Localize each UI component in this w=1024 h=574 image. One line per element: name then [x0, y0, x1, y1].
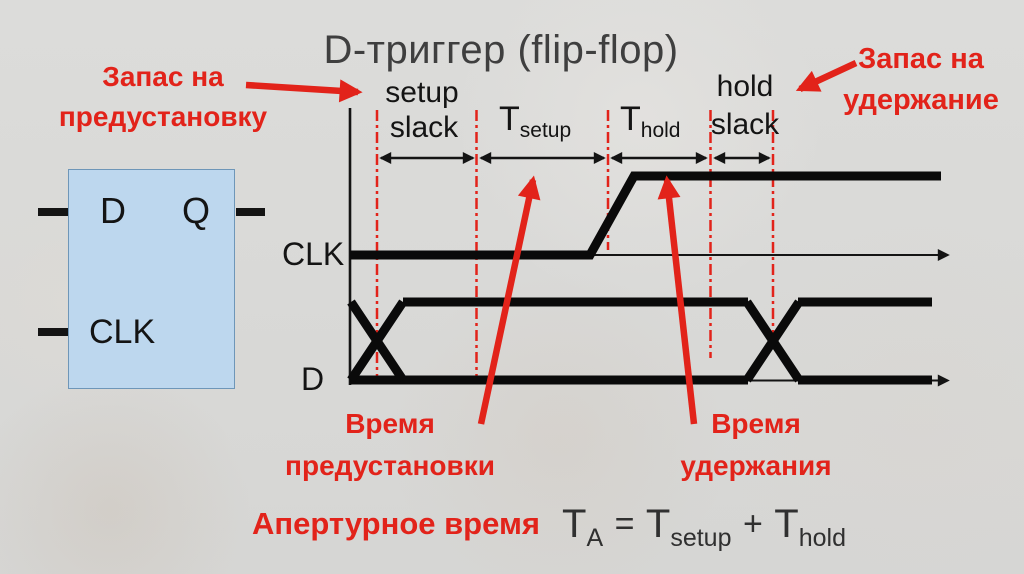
t-setup-sub: setup	[519, 119, 572, 142]
d-waveform	[347, 297, 932, 385]
formula-t3: T	[774, 502, 799, 546]
label-d-signal: D	[301, 361, 325, 397]
hold-time-note-arrow	[657, 175, 698, 425]
setup-slack-note-arrow	[245, 79, 363, 103]
formula-t1-sub: A	[586, 524, 604, 552]
flipflop-q-pin-label: Q	[182, 190, 211, 231]
note-hold-time-line1: Время	[711, 408, 801, 439]
label-hold-word: hold	[716, 70, 774, 103]
formula-t3-sub: hold	[798, 524, 846, 552]
label-t-setup: Tsetup	[499, 100, 571, 143]
note-setup-slack-line1: Запас на	[102, 61, 224, 92]
flipflop-d-pin-label: D	[100, 190, 126, 231]
flipflop-box	[68, 169, 235, 389]
flipflop-clk-pin-label: CLK	[89, 313, 156, 351]
formula-t2: T	[645, 502, 671, 546]
note-hold-time: Время удержания	[630, 403, 882, 487]
d-crossover2-rise	[743, 299, 803, 383]
red-reference-lines	[375, 110, 775, 383]
note-hold-slack-line1: Запас на	[858, 43, 984, 75]
note-setup-time-line2: предустановки	[285, 450, 495, 481]
note-hold-slack-line2: удержание	[843, 84, 999, 116]
note-setup-slack-line2: предустановку	[58, 101, 268, 132]
red-annotation-arrows	[245, 60, 858, 425]
note-hold-slack: Запас на удержание	[818, 39, 1024, 121]
label-hold-slack-word: slack	[710, 108, 780, 141]
slide-title: D-триггер (flip-flop)	[323, 28, 679, 72]
note-setup-time: Время предустановки	[263, 403, 517, 487]
formula-plus: +	[742, 505, 763, 543]
label-clk-signal: CLK	[282, 236, 345, 272]
aperture-time-label: Апертурное время	[252, 506, 540, 541]
formula-t1: T	[562, 502, 587, 546]
t-setup-base: T	[499, 100, 520, 138]
formula-equals: =	[614, 505, 635, 543]
note-setup-slack: Запас на предустановку	[38, 57, 288, 137]
formula-t2-sub: setup	[670, 524, 732, 552]
label-setup-word: setup	[385, 76, 459, 109]
note-setup-time-line1: Время	[345, 408, 435, 439]
d-crossover1-rise	[347, 299, 407, 383]
label-t-hold: Thold	[620, 100, 680, 143]
aperture-formula: TA = Tsetup + Thold	[562, 502, 846, 553]
t-hold-base: T	[620, 100, 641, 138]
t-hold-sub: hold	[640, 119, 681, 142]
axes	[348, 108, 950, 387]
note-hold-time-line2: удержания	[680, 450, 832, 481]
hold-slack-note-arrow	[795, 60, 858, 92]
setup-time-note-arrow	[477, 175, 541, 425]
label-setup-slack-word: slack	[389, 111, 459, 144]
clk-waveform	[350, 171, 941, 260]
